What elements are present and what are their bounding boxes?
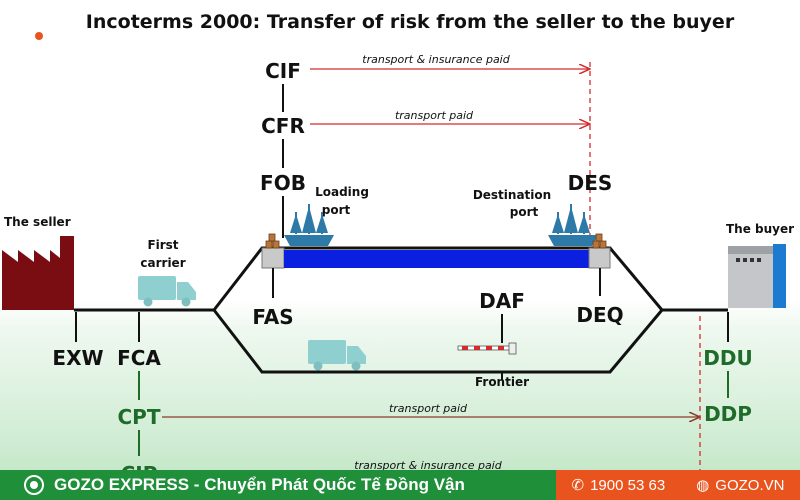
- footer-phone-link[interactable]: ✆ 1900 53 63: [571, 476, 666, 495]
- diagram-title: Incoterms 2000: Transfer of risk from th…: [86, 11, 735, 33]
- gozo-logo-icon: [24, 475, 44, 495]
- cpt-note: transport paid: [389, 402, 468, 415]
- sea-route-outline: [212, 246, 664, 311]
- cargo-icon: [265, 233, 280, 249]
- term-des: DES: [568, 171, 613, 195]
- term-daf: DAF: [479, 289, 525, 313]
- term-deq: DEQ: [576, 303, 623, 327]
- truck-icon: [308, 340, 366, 371]
- term-cip: CIP: [121, 462, 158, 470]
- frontier-label: Frontier: [475, 375, 529, 389]
- cip-note: transport & insurance paid: [354, 459, 502, 470]
- loading-port-label: Loading: [315, 185, 369, 199]
- buyer-label: The buyer: [726, 222, 794, 236]
- factory-icon: [2, 236, 74, 310]
- truck-icon: [138, 276, 196, 307]
- cargo-icon: [592, 233, 607, 249]
- footer-bar: GOZO EXPRESS - Chuyển Phát Quốc Tế Đồng …: [0, 470, 800, 500]
- seller-label: The seller: [4, 215, 71, 229]
- ship-icon: [284, 204, 334, 246]
- quay-right: [588, 247, 611, 269]
- term-cif: CIF: [265, 59, 301, 83]
- term-exw: EXW: [52, 346, 103, 370]
- footer-site-link[interactable]: ◍ GOZO.VN: [696, 476, 785, 495]
- bullet-dot: [35, 32, 43, 40]
- loading-port-label: port: [322, 203, 351, 217]
- term-ddp: DDP: [704, 402, 752, 426]
- land-route-outline: [212, 309, 664, 374]
- footer-phone: 1900 53 63: [590, 476, 666, 494]
- incoterms-diagram: Incoterms 2000: Transfer of risk from th…: [2, 11, 794, 470]
- ship-icon: [548, 204, 598, 246]
- building-icon: [728, 244, 786, 308]
- destination-port-label: Destination: [473, 188, 551, 202]
- term-fas: FAS: [252, 305, 293, 329]
- destination-port-label: port: [510, 205, 539, 219]
- term-fob: FOB: [260, 171, 306, 195]
- cfr-note: transport paid: [395, 109, 474, 122]
- quay-left: [261, 247, 285, 269]
- first-carrier-label: First: [147, 238, 178, 252]
- term-cpt: CPT: [118, 405, 161, 429]
- footer-brand-section[interactable]: GOZO EXPRESS - Chuyển Phát Quốc Tế Đồng …: [0, 470, 556, 500]
- term-ddu: DDU: [703, 346, 752, 370]
- footer-brand: GOZO EXPRESS - Chuyển Phát Quốc Tế Đồng …: [54, 475, 465, 494]
- phone-icon: ✆: [571, 477, 585, 494]
- barrier-icon: [457, 342, 517, 355]
- sea: [284, 250, 589, 268]
- first-carrier-label: carrier: [140, 256, 185, 270]
- footer-site: GOZO.VN: [715, 476, 785, 494]
- globe-icon: ◍: [696, 477, 710, 494]
- cif-note: transport & insurance paid: [362, 53, 510, 66]
- footer-contact-section: ✆ 1900 53 63 ◍ GOZO.VN: [556, 470, 800, 500]
- term-cfr: CFR: [261, 114, 305, 138]
- term-fca: FCA: [117, 346, 161, 370]
